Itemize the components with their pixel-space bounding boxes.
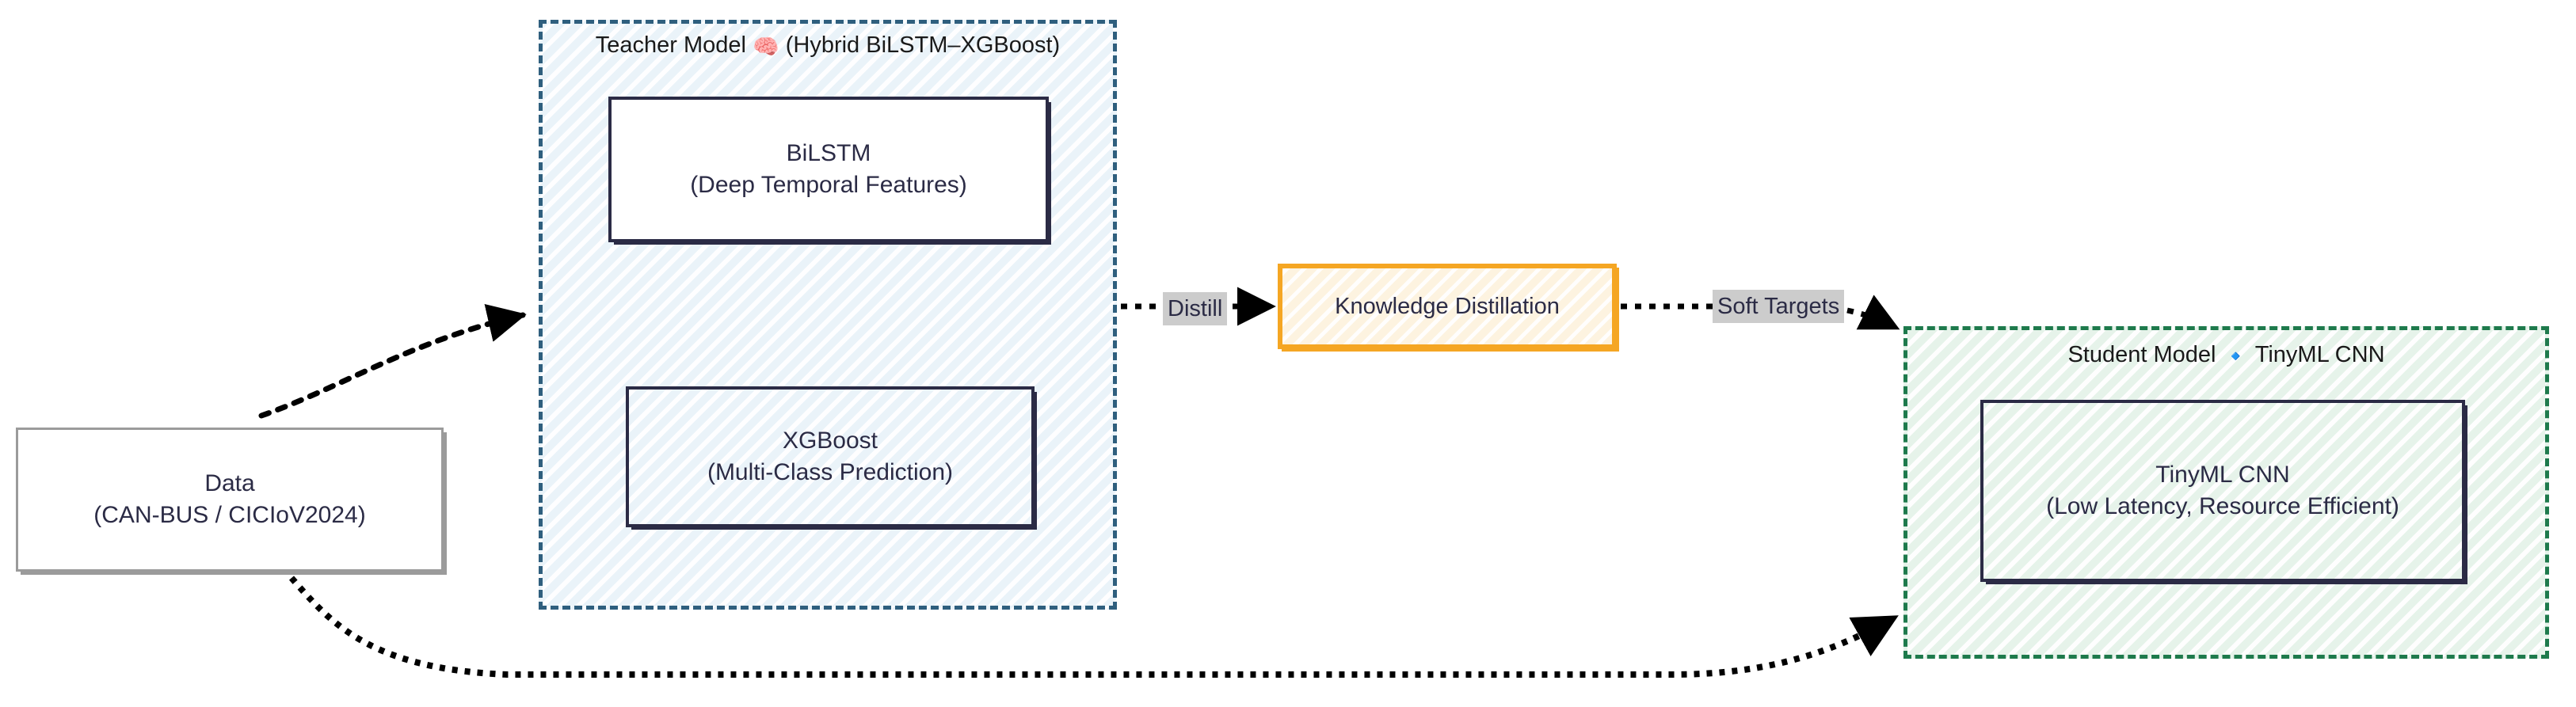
edge-data-to-teacher (258, 303, 527, 419)
node-bilstm-label: BiLSTM (Deep Temporal Features) (690, 140, 967, 198)
node-xgboost-label: XGBoost (Multi-Class Prediction) (707, 428, 954, 485)
node-data[interactable]: Data (CAN-BUS / CICIoV2024) (16, 428, 444, 572)
subgraph-student-title-suffix: TinyML CNN (2249, 342, 2385, 367)
brain-emoji: 🧠 (753, 35, 779, 59)
node-tinyml-cnn-label: TinyML CNN (Low Latency, Resource Effici… (2046, 462, 2399, 519)
subgraph-student-title-prefix: Student Model (2067, 342, 2223, 367)
subgraph-teacher-title-suffix: (Hybrid BiLSTM–XGBoost) (779, 32, 1061, 58)
node-knowledge-distillation-label: Knowledge Distillation (1335, 294, 1560, 319)
edge-kd-to-student-right (1846, 295, 1900, 331)
small-blue-diamond-emoji: 🔹 (2222, 344, 2250, 368)
edge-label-soft-targets: Soft Targets (1713, 290, 1845, 323)
node-data-label: Data (CAN-BUS / CICIoV2024) (93, 470, 366, 528)
subgraph-student-title: Student Model 🔹 TinyML CNN (1907, 340, 2545, 371)
node-tinyml-cnn[interactable]: TinyML CNN (Low Latency, Resource Effici… (1980, 400, 2465, 582)
node-bilstm[interactable]: BiLSTM (Deep Temporal Features) (608, 97, 1049, 242)
node-xgboost[interactable]: XGBoost (Multi-Class Prediction) (626, 386, 1035, 527)
edge-label-distill: Distill (1163, 292, 1228, 325)
subgraph-teacher-title-prefix: Teacher Model (595, 32, 753, 58)
subgraph-teacher-title: Teacher Model 🧠 (Hybrid BiLSTM–XGBoost) (543, 30, 1113, 62)
subgraph-student-model[interactable]: Student Model 🔹 TinyML CNN (1903, 326, 2549, 659)
node-knowledge-distillation[interactable]: Knowledge Distillation (1278, 264, 1617, 349)
